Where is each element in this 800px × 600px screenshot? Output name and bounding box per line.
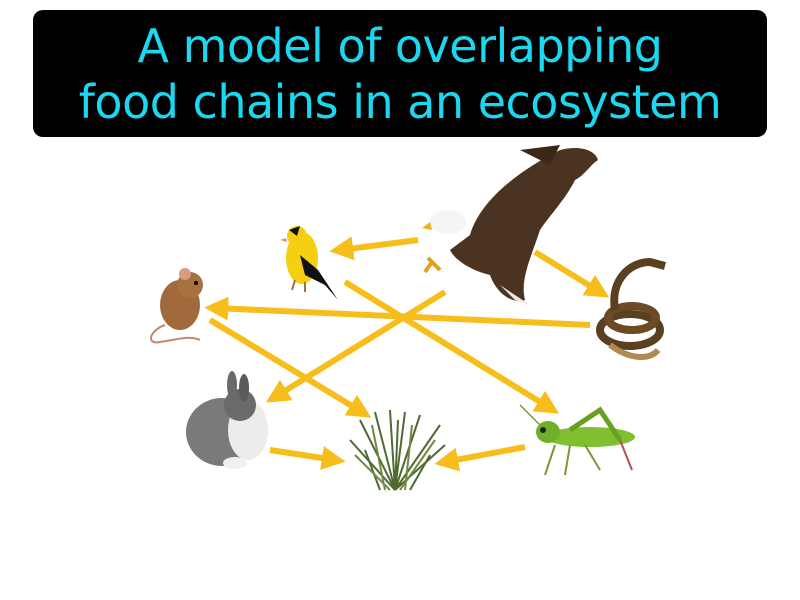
title-banner: A model of overlapping food chains in an… — [33, 10, 767, 137]
arrow-eagle-to-rabbit — [265, 289, 447, 403]
arrow-eagle-to-goldfinch — [329, 236, 419, 261]
eagle-icon — [422, 145, 598, 305]
title-line-1: A model of overlapping — [137, 18, 664, 73]
arrow-grasshopper-to-grass — [434, 444, 526, 472]
arrow-goldfinch-to-grasshopper — [343, 279, 560, 414]
grass-icon — [349, 409, 446, 491]
arrow-mouse-to-grass — [208, 317, 372, 418]
mouse-icon — [150, 268, 203, 344]
snake-icon — [596, 257, 667, 360]
goldfinch-icon — [280, 226, 338, 300]
rabbit-icon — [186, 371, 268, 469]
title-line-2: food chains in an ecosystem — [78, 74, 722, 129]
arrow-rabbit-to-grass — [269, 446, 346, 470]
arrows — [204, 236, 610, 472]
arrow-eagle-to-snake — [533, 249, 610, 298]
grasshopper-icon — [519, 404, 635, 476]
